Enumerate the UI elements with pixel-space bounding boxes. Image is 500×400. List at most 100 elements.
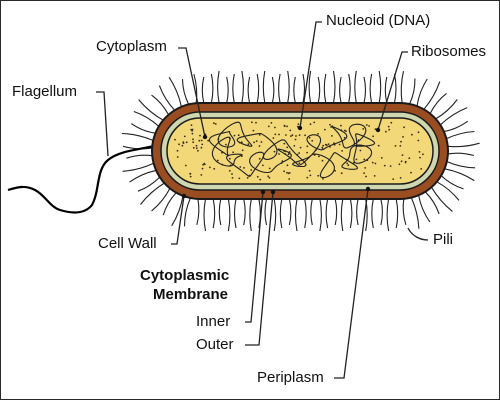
leader-periplasm: [334, 188, 369, 379]
ribosome-dot: [330, 126, 332, 128]
ribosome-dot: [251, 121, 253, 124]
ribosome-dot: [213, 122, 215, 125]
ribosome-dot: [202, 163, 205, 166]
ribosome-dot: [176, 149, 179, 152]
ribosome-dot: [192, 138, 194, 141]
pilus: [380, 198, 383, 226]
pilus: [137, 176, 161, 192]
ribosome-dot: [398, 163, 401, 166]
ribosome-dot: [237, 134, 240, 137]
ribosome-dot: [346, 162, 349, 165]
pilus: [294, 198, 298, 232]
pilus: [371, 198, 374, 229]
pilus: [233, 198, 237, 229]
ribosome-dot: [176, 156, 179, 158]
pilus: [241, 70, 244, 104]
ribosome-dot: [417, 131, 420, 134]
leader-outer: [245, 191, 274, 346]
ribosome-dot: [216, 159, 219, 162]
ribosome-dot: [347, 164, 350, 167]
ribosome-dot: [324, 143, 327, 146]
pilus: [418, 195, 431, 223]
ribosome-dot: [286, 164, 289, 167]
ribosome-dot: [373, 175, 376, 177]
pilus: [247, 76, 251, 104]
ribosome-dot: [418, 151, 421, 153]
ribosome-dot: [380, 157, 383, 159]
pilus: [356, 198, 359, 226]
ribosome-dot: [267, 125, 270, 128]
ribosome-dot: [195, 147, 198, 150]
ribosome-dot: [293, 145, 296, 147]
dot-inner: [260, 189, 266, 195]
ribosome-dot: [389, 165, 392, 168]
pilus: [140, 182, 165, 205]
ribosome-dot: [308, 136, 311, 139]
pilus: [354, 70, 357, 104]
ribosome-dot: [377, 144, 380, 147]
ribosome-dot: [192, 146, 195, 149]
ribosome-dot: [298, 134, 301, 137]
ribosome-dot: [252, 129, 255, 132]
pilus: [400, 70, 405, 104]
pilus: [340, 198, 344, 232]
ribosome-dot: [383, 164, 386, 167]
ribosome-dot: [295, 135, 297, 137]
ribosome-dot: [262, 164, 264, 167]
pilus: [273, 198, 277, 232]
ribosome-dot: [258, 145, 261, 147]
dot-outer: [270, 189, 276, 195]
ribosome-dot: [317, 174, 320, 177]
dot-ribosomes: [375, 127, 381, 133]
label-ribosomes: Ribosomes: [411, 43, 487, 60]
pilus: [171, 195, 184, 227]
ribosome-dot: [365, 175, 367, 178]
ribosome-dot: [359, 149, 362, 152]
ribosome-dot: [278, 153, 280, 155]
pilus: [151, 188, 171, 212]
ribosome-dot: [214, 123, 217, 125]
ribosome-dot: [388, 128, 391, 131]
pili-hairs: [121, 70, 480, 232]
pilus: [393, 73, 397, 104]
pilus: [302, 73, 306, 104]
ribosome-dot: [341, 150, 343, 152]
ribosome-dot: [399, 177, 402, 179]
ribosome-dot: [228, 157, 231, 160]
pilus: [369, 73, 373, 104]
ribosome-dot: [278, 133, 280, 136]
ribosome-dot: [255, 140, 258, 143]
label-flagellum: Flagellum: [12, 83, 78, 100]
ribosome-dot: [392, 178, 395, 181]
pilus: [402, 198, 407, 225]
pilus: [193, 74, 198, 104]
label-inner: Inner: [196, 313, 231, 330]
pilus: [384, 76, 388, 104]
ribosome-dot: [200, 139, 203, 142]
ribosome-dot: [365, 124, 368, 126]
pilus: [424, 191, 440, 215]
pilus: [293, 76, 296, 104]
ribosome-dot: [331, 135, 333, 137]
label-periplasm: Periplasm: [257, 369, 324, 386]
ribosome-dot: [225, 143, 227, 146]
pilus: [232, 73, 235, 104]
pilus: [447, 152, 475, 157]
ribosome-dot: [400, 160, 403, 163]
leader-ribosomes: [377, 51, 408, 131]
ribosome-dot: [246, 177, 249, 179]
pilus: [264, 198, 268, 226]
ribosome-dot: [321, 146, 324, 149]
ribosome-dot: [255, 121, 257, 124]
pilus: [262, 70, 266, 104]
ribosome-dot: [191, 132, 194, 135]
ribosome-dot: [318, 155, 320, 158]
pilus: [410, 197, 420, 229]
ribosome-dot: [420, 168, 423, 170]
ribosome-dot: [268, 176, 271, 179]
ribosome-dot: [286, 146, 289, 149]
pilus: [386, 198, 390, 232]
ribosome-dot: [290, 135, 292, 138]
ribosome-dot: [291, 134, 294, 137]
pilus: [317, 76, 321, 104]
